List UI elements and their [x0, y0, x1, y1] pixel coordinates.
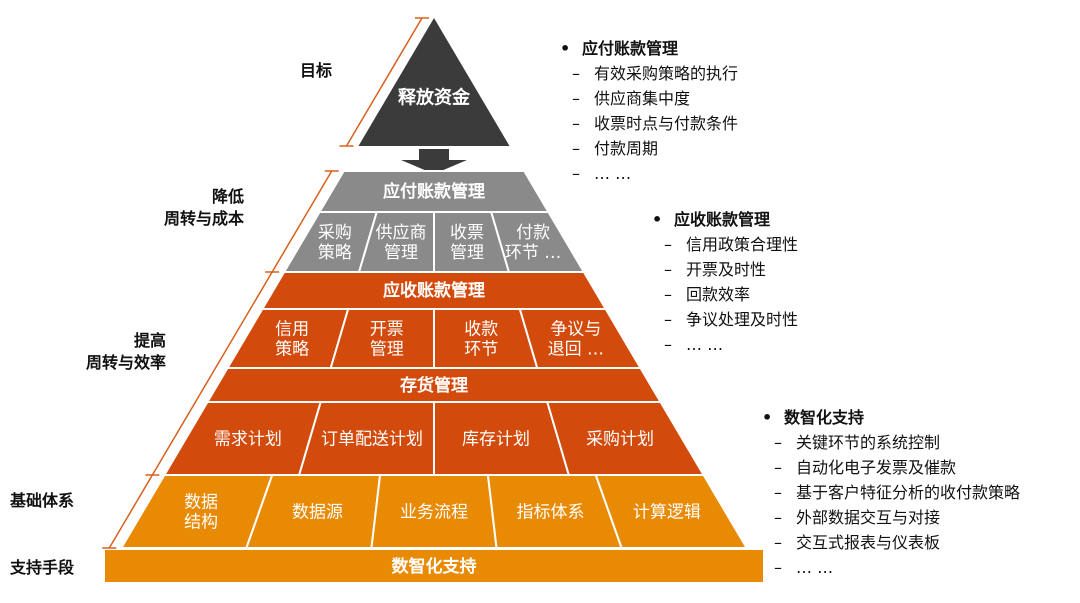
foundation-cell-label: 指标体系: [516, 502, 584, 522]
note-item: 关键环节的系统控制: [762, 430, 1020, 455]
note-item: 开票及时性: [652, 257, 798, 282]
bracket-line: [151, 271, 273, 476]
receivables-cell-label: 收款环节: [464, 319, 498, 359]
note-item: … …: [762, 555, 1020, 580]
inventory-cell-label: 采购计划: [586, 429, 654, 449]
apex-label: 释放资金: [398, 86, 471, 108]
payables-cell-label: 采购策略: [318, 223, 352, 263]
inventory-cell-label: 需求计划: [214, 429, 282, 449]
receivables-cell-label: 争议与退回 …: [548, 319, 604, 359]
down-arrow: [401, 149, 467, 174]
payables-cell-label: 收票管理: [450, 223, 484, 263]
note-item: … …: [560, 161, 738, 186]
note-payables-title: 应付账款管理: [560, 36, 738, 61]
foundation-cell-label: 业务流程: [400, 502, 468, 522]
note-item: 付款周期: [560, 136, 738, 161]
receivables-cell-label: 开票管理: [370, 319, 404, 359]
foundation-cell-label: 数据结构: [184, 492, 218, 532]
payables-cell-label: 付款环节 …: [505, 223, 561, 263]
note-item: 争议处理及时性: [652, 307, 798, 332]
note-item: 收票时点与付款条件: [560, 111, 738, 136]
support-label: 数智化支持: [392, 556, 477, 577]
inventory-title: 存货管理: [400, 375, 468, 396]
note-item: … …: [652, 332, 798, 357]
note-digital-title: 数智化支持: [762, 405, 1020, 430]
bracket-line: [345, 17, 423, 147]
note-digital: 数智化支持 关键环节的系统控制 自动化电子发票及催款 基于客户特征分析的收付款策…: [762, 405, 1020, 580]
foundation-cell-label: 数据源: [292, 502, 343, 522]
receivables-title: 应收账款管理: [383, 280, 485, 301]
label-means: 支持手段: [10, 558, 75, 577]
support-bar: [103, 548, 765, 584]
bracket-line: [108, 474, 154, 549]
payables-title: 应付账款管理: [383, 181, 485, 202]
note-item: 外部数据交互与对接: [762, 505, 1020, 530]
note-item: 自动化电子发票及催款: [762, 455, 1020, 480]
inventory-cell-label: 库存计划: [462, 429, 530, 449]
note-receivables-title: 应收账款管理: [652, 207, 798, 232]
note-item: 回款效率: [652, 282, 798, 307]
label-reduce: 降低周转与成本: [164, 187, 245, 228]
payables-cell-label: 供应商管理: [375, 223, 426, 263]
apex-triangle: [358, 18, 510, 146]
note-item: 供应商集中度: [560, 86, 738, 111]
label-improve: 提高周转与效率: [86, 331, 167, 372]
note-item: 有效采购策略的执行: [560, 61, 738, 86]
label-base: 基础体系: [10, 491, 75, 510]
foundation-cell-label: 计算逻辑: [633, 502, 701, 522]
receivables-cell-label: 信用策略: [275, 319, 309, 359]
inventory-cell-label: 订单配送计划: [321, 429, 423, 449]
note-item: 基于客户特征分析的收付款策略: [762, 480, 1020, 505]
bracket-line: [271, 170, 333, 273]
note-payables: 应付账款管理 有效采购策略的执行 供应商集中度 收票时点与付款条件 付款周期 ……: [560, 36, 738, 186]
note-item: 信用政策合理性: [652, 232, 798, 257]
label-goal: 目标: [300, 61, 333, 80]
note-item: 交互式报表与仪表板: [762, 530, 1020, 555]
note-receivables: 应收账款管理 信用政策合理性 开票及时性 回款效率 争议处理及时性 … …: [652, 207, 798, 357]
